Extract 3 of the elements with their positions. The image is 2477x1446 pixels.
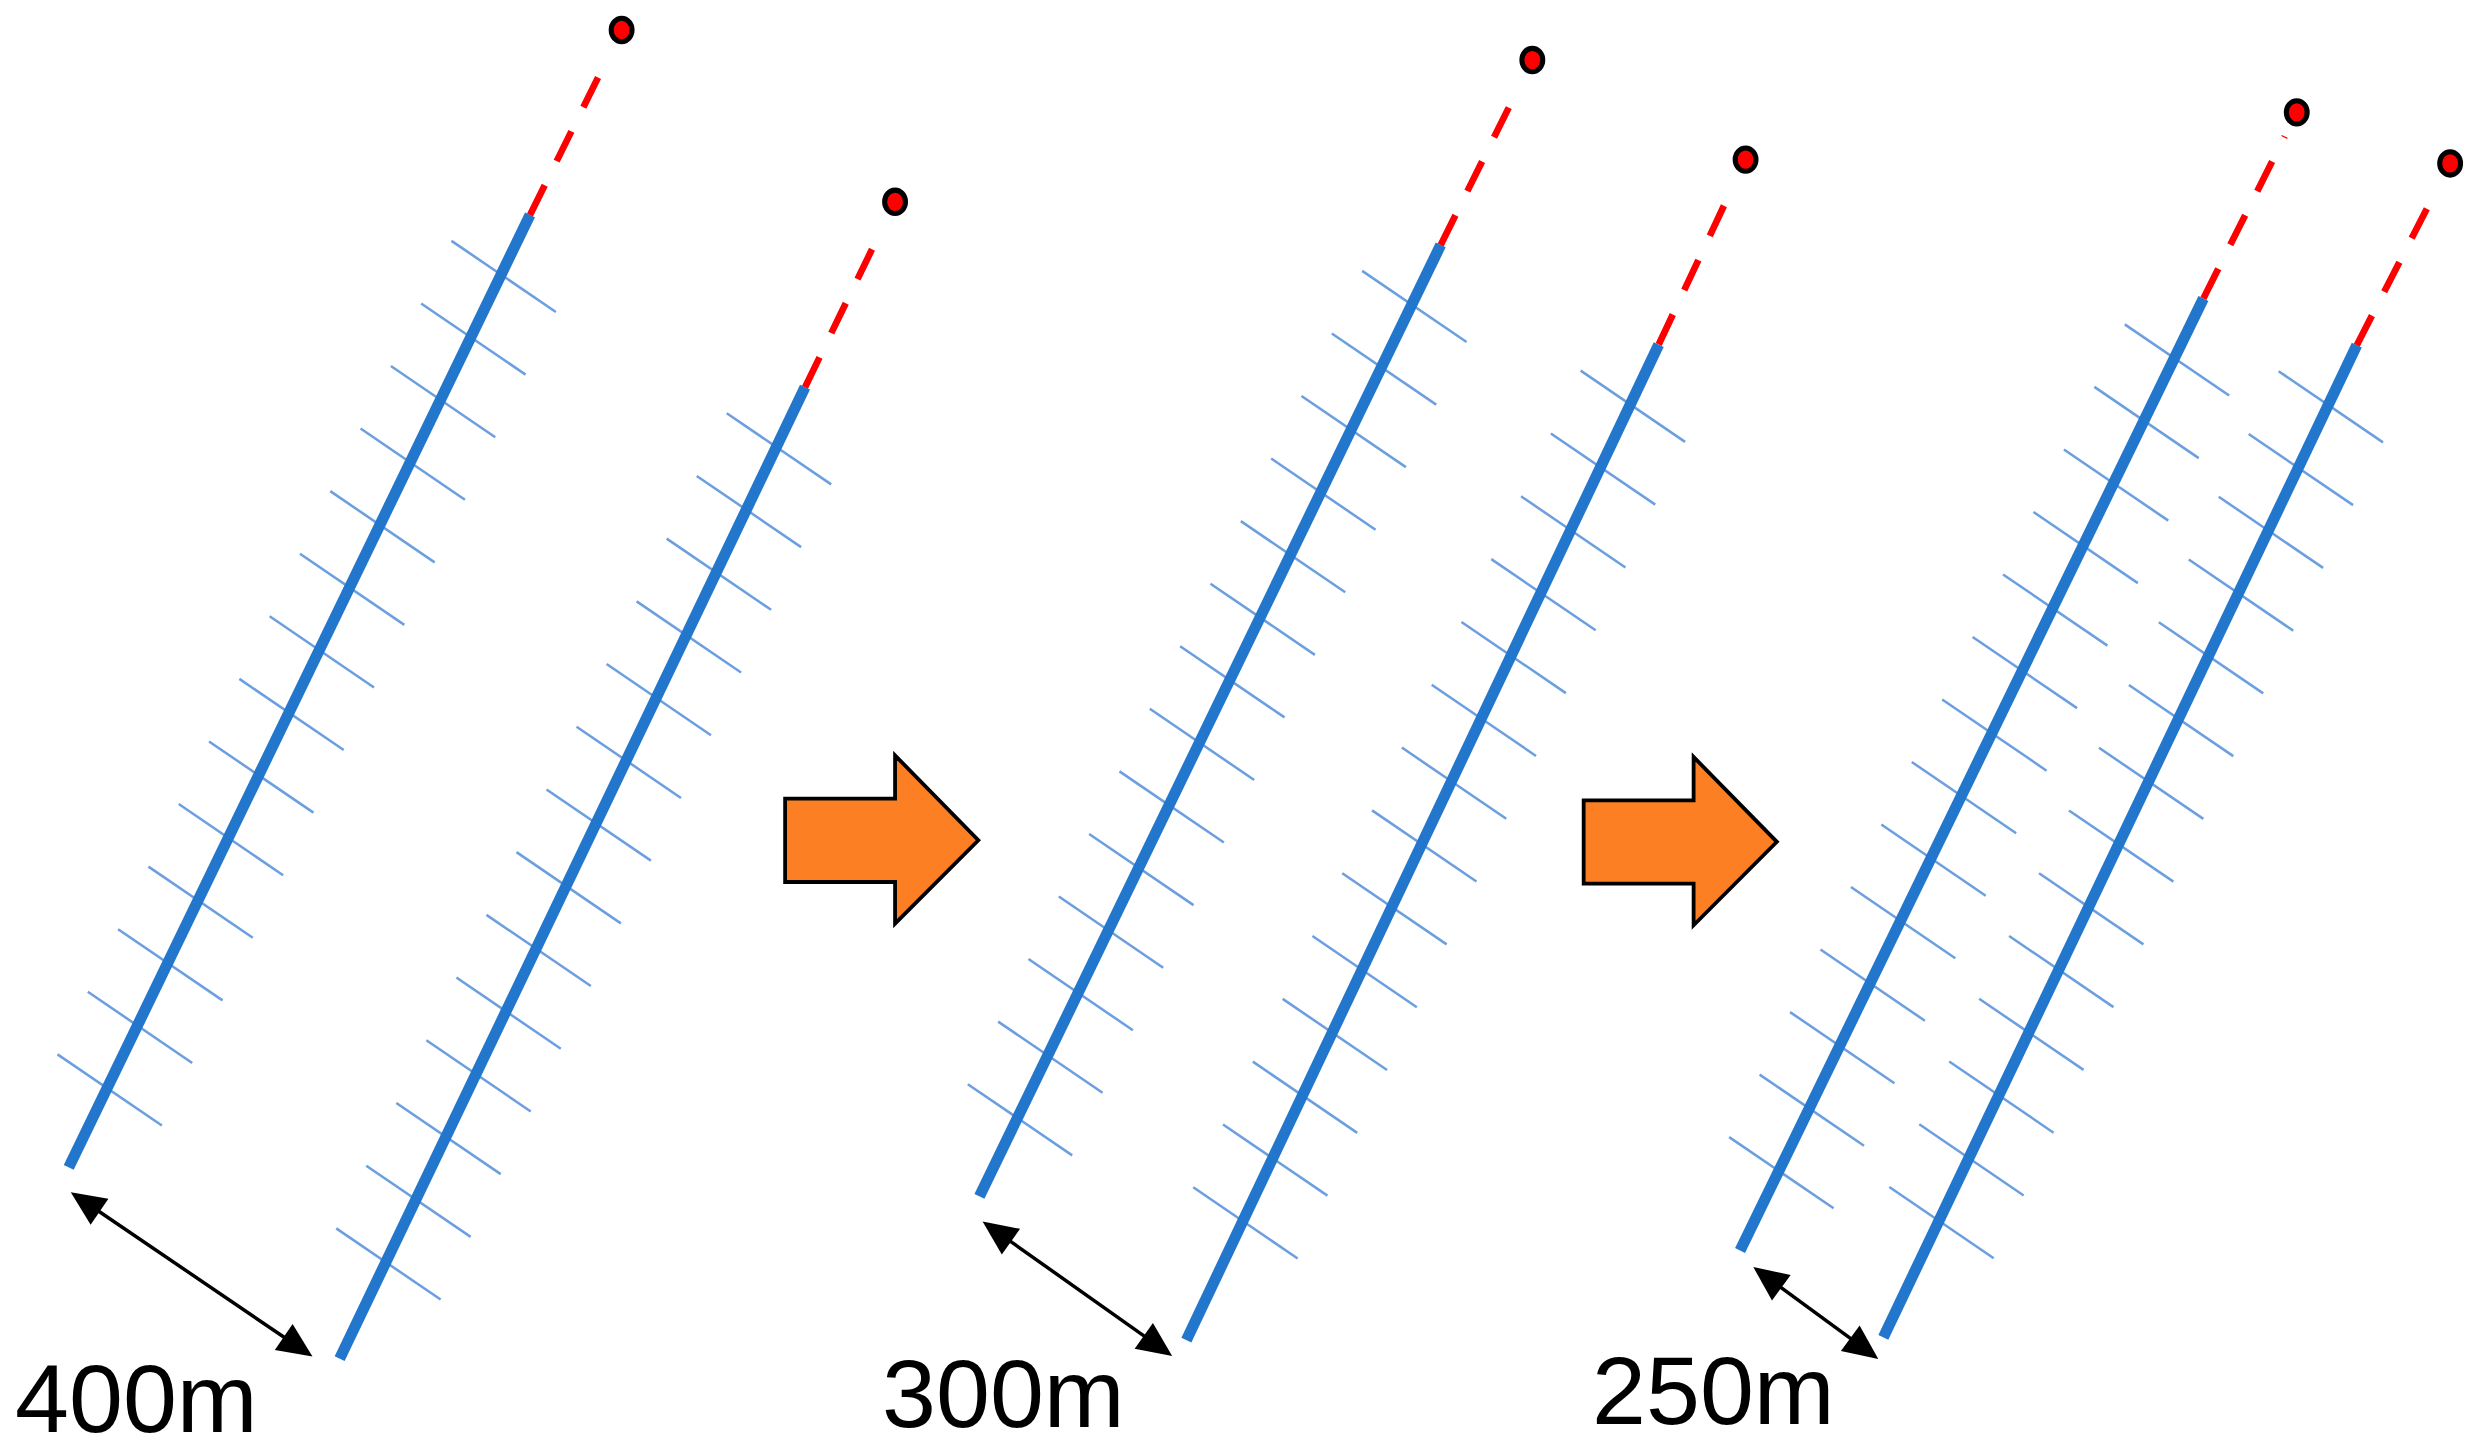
dimension-label: 250m bbox=[1592, 1347, 1835, 1435]
dimension-label: 400m bbox=[15, 1355, 258, 1443]
dimension-label: 300m bbox=[882, 1350, 1125, 1438]
